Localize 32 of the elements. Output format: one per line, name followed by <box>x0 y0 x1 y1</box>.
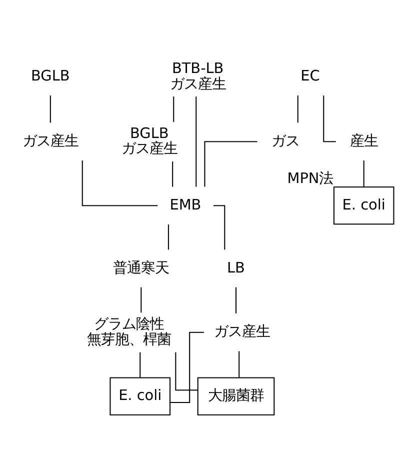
node-text: ガス産生 <box>214 324 270 340</box>
connector <box>173 96 174 122</box>
node-text: 産生 <box>350 132 378 149</box>
node-text: ガス産生 <box>22 132 78 149</box>
connector <box>140 286 142 312</box>
connector <box>170 331 204 403</box>
connector <box>196 96 197 186</box>
connector <box>140 352 141 378</box>
node-text: BTB-LB ガス産生 <box>170 60 226 92</box>
node-text: ガス <box>271 132 300 149</box>
connector <box>50 95 51 122</box>
connector <box>204 140 258 186</box>
node-text: グラム陰性 無芽胞、桿菌 <box>86 316 171 348</box>
node-text: EMB <box>170 196 202 213</box>
node-box: 大腸菌群 <box>197 376 275 415</box>
node-text: 普通寒天 <box>113 260 170 276</box>
connector <box>363 160 364 186</box>
connector <box>235 286 236 313</box>
node-text: LB <box>227 260 245 276</box>
node-box: E. coli <box>110 376 171 415</box>
connector <box>168 224 169 250</box>
connector <box>172 161 174 186</box>
node-text: BGLB <box>31 68 70 84</box>
node-box: E. coli <box>333 186 394 224</box>
connector <box>238 350 240 377</box>
connector <box>175 352 198 390</box>
connector <box>82 160 158 206</box>
connector <box>214 204 226 250</box>
node-label: MPN法 <box>287 170 334 187</box>
connector <box>297 95 298 122</box>
node-text: BGLB ガス産生 <box>121 125 178 157</box>
node-text: EC <box>300 68 320 84</box>
